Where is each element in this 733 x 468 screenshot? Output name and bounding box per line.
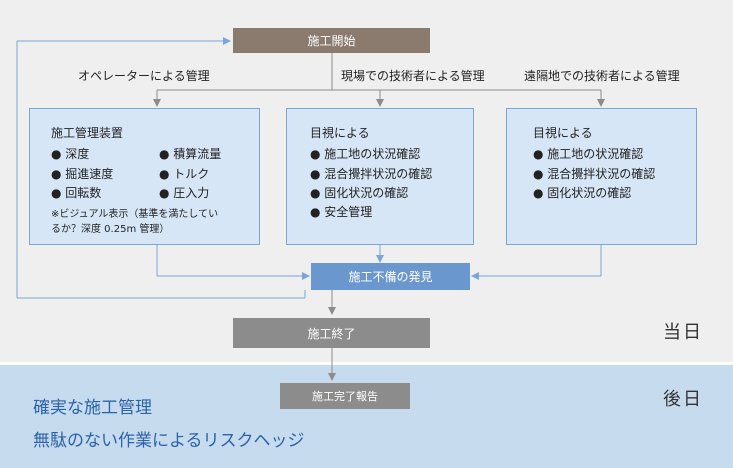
panel-remote: 目視による ● 施工地の状況確認 ● 混合攪拌状況の確認 ● 固化状況の確認 xyxy=(506,108,697,245)
start-box: 施工開始 xyxy=(233,28,430,53)
panel-onsite-title: 目視による xyxy=(310,126,370,140)
label-remote-engineer: 遠隔地での技術者による管理 xyxy=(524,69,680,83)
list-item: ● 掘進速度 xyxy=(51,167,114,181)
list-item: ● 回転数 xyxy=(51,186,102,200)
list-item: ● 施工地の状況確認 xyxy=(310,147,421,161)
list-item: ● 固化状況の確認 xyxy=(533,186,632,200)
benefit-2: 無駄のない作業によるリスクヘッジ xyxy=(33,431,305,451)
list-item: ● 安全管理 xyxy=(310,205,373,219)
list-item: ● 圧入力 xyxy=(159,186,210,200)
later-label: 後日 xyxy=(663,389,703,410)
label-operator: オペレーターによる管理 xyxy=(78,69,210,83)
defect-box: 施工不備の発見 xyxy=(311,263,470,290)
report-box: 施工完了報告 xyxy=(280,383,410,409)
list-item: ● トルク xyxy=(159,167,210,181)
list-item: ● 固化状況の確認 xyxy=(310,186,409,200)
label-onsite-engineer: 現場での技術者による管理 xyxy=(341,69,485,83)
period-divider xyxy=(0,362,733,365)
list-item: ● 混合攪拌状況の確認 xyxy=(310,167,433,181)
same-day-label: 当日 xyxy=(663,322,703,343)
panel-operator-note-1: ※ビジュアル表示（基準を満たしてい xyxy=(51,209,219,220)
panel-operator-note-2: るか？深度 0.25m 管理） xyxy=(51,224,170,235)
list-item: ● 混合攪拌状況の確認 xyxy=(533,167,656,181)
list-item: ● 深度 xyxy=(51,147,90,161)
panel-operator-title: 施工管理装置 xyxy=(51,126,124,140)
end-box: 施工終了 xyxy=(233,318,430,348)
panel-onsite: 目視による ● 施工地の状況確認 ● 混合攪拌状況の確認 ● 固化状況の確認 ●… xyxy=(286,108,474,245)
benefit-1: 確実な施工管理 xyxy=(33,398,152,418)
later-area xyxy=(0,365,733,468)
panel-remote-title: 目視による xyxy=(533,126,593,140)
list-item: ● 積算流量 xyxy=(159,147,222,161)
list-item: ● 施工地の状況確認 xyxy=(533,147,644,161)
panel-operator: 施工管理装置 ● 深度 ● 積算流量 ● 掘進速度 ● トルク ● 回転数 ● … xyxy=(29,108,260,245)
